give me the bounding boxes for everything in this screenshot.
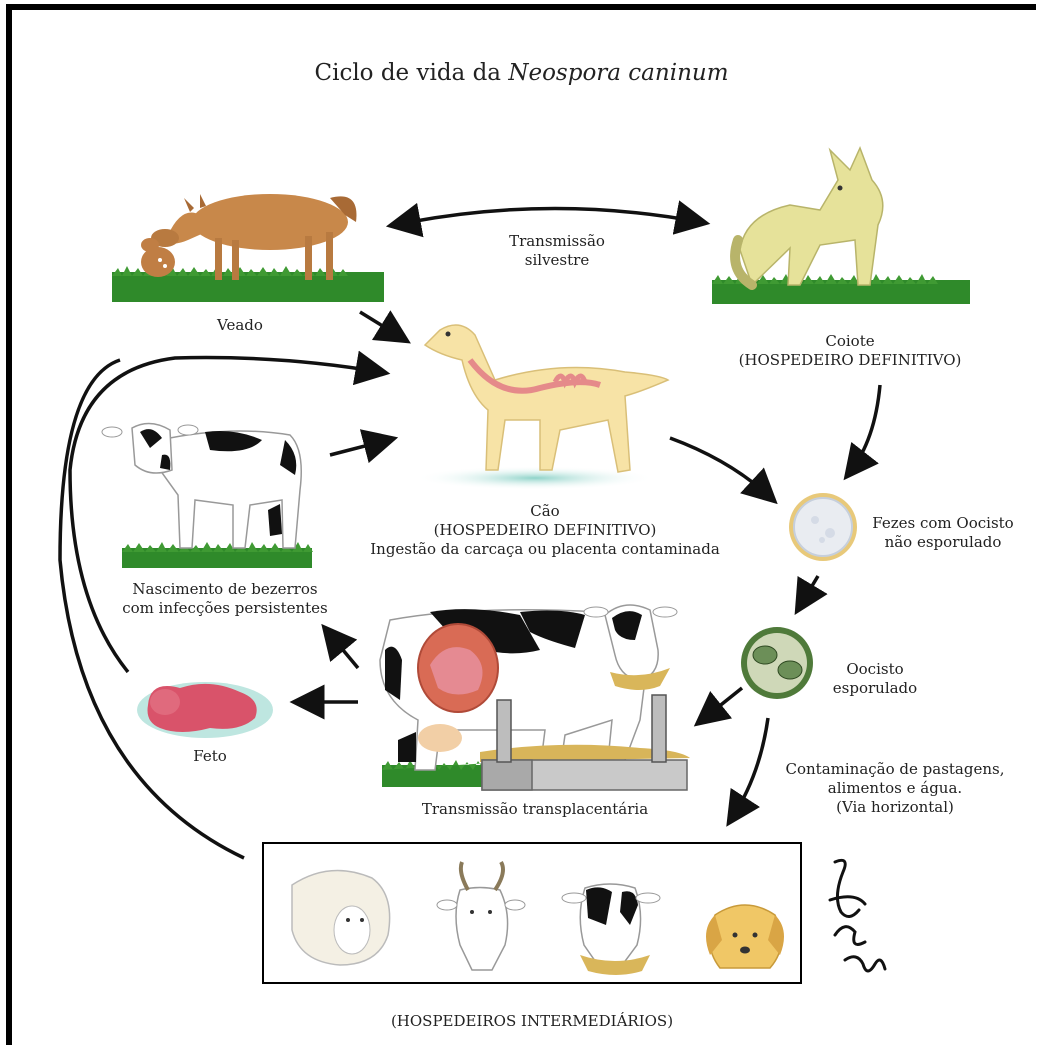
label-veado: Veado bbox=[190, 316, 290, 335]
arrow-deer-to-dog bbox=[360, 312, 402, 338]
fawn bbox=[141, 247, 175, 277]
coyote-illustration bbox=[712, 148, 970, 304]
arrow-calf-to-dog bbox=[330, 440, 388, 455]
label-intermediarios: (HOSPEDEIROS INTERMEDIÁRIOS) bbox=[332, 1012, 732, 1031]
arrow-oocyst-to-cow bbox=[702, 688, 742, 720]
arrow-coyote-to-feces bbox=[850, 385, 880, 472]
label-transmissao-silvestre: Transmissão silvestre bbox=[492, 232, 622, 270]
label-cao: Cão (HOSPEDEIRO DEFINITIVO) Ingestão da … bbox=[355, 502, 735, 559]
arrow-feces-to-oocyst bbox=[800, 576, 818, 606]
label-oocisto: Oocisto esporulado bbox=[820, 660, 930, 698]
fetus-illustration bbox=[137, 682, 273, 738]
dog-illustration bbox=[415, 325, 668, 490]
label-fezes: Fezes com Oocisto não esporulado bbox=[858, 514, 1028, 552]
label-feto: Feto bbox=[170, 747, 250, 766]
arrow-dog-to-feces bbox=[670, 438, 770, 497]
unsporulated-oocyst-icon bbox=[789, 493, 857, 561]
arrow-silvestre bbox=[410, 209, 700, 223]
deer-illustration bbox=[112, 194, 384, 302]
label-contaminacao: Contaminação de pastagens, alimentos e á… bbox=[755, 760, 1035, 817]
coyote-body bbox=[740, 148, 883, 285]
cow-udder bbox=[418, 724, 462, 752]
arrow-fetus-to-dog bbox=[70, 358, 380, 672]
label-coiote: Coiote (HOSPEDEIRO DEFINITIVO) bbox=[715, 332, 985, 370]
dog-body bbox=[425, 325, 668, 472]
deer-grass bbox=[112, 272, 384, 302]
signature-icon bbox=[830, 860, 885, 971]
arrow-cow-to-calves bbox=[328, 632, 358, 668]
intermediate-hosts-box bbox=[262, 842, 802, 984]
sporulated-oocyst-icon bbox=[741, 627, 813, 699]
label-bezerros: Nascimento de bezerros com infecções per… bbox=[110, 580, 340, 618]
calf-illustration bbox=[102, 423, 313, 568]
label-transplacentaria: Transmissão transplacentária bbox=[385, 800, 685, 819]
